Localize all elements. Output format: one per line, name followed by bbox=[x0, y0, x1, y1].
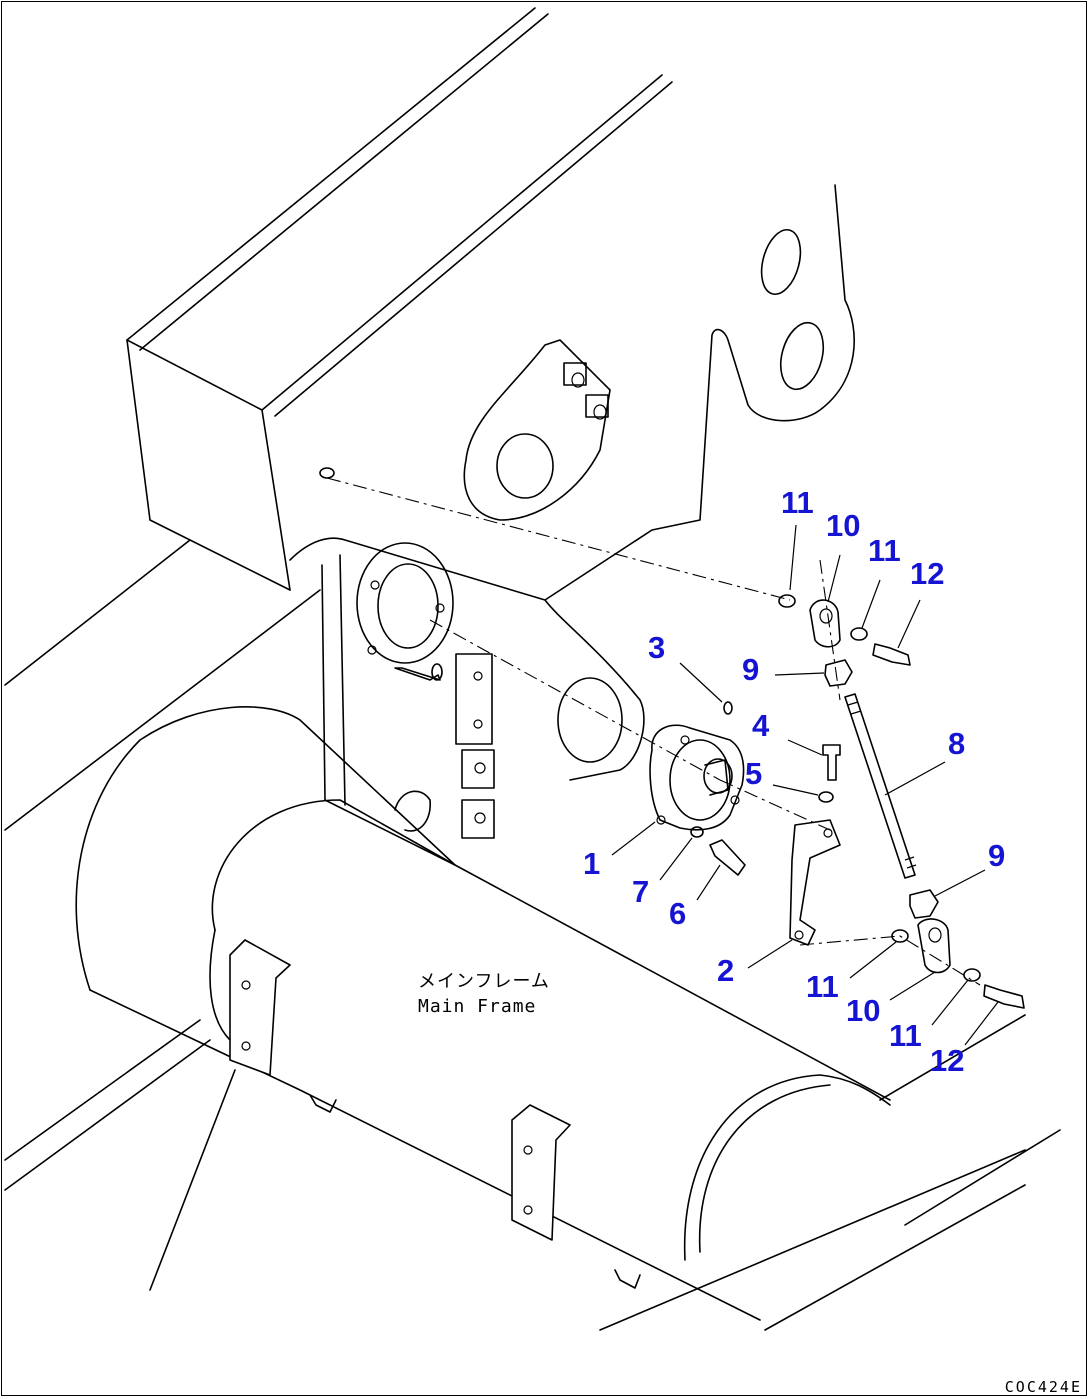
callout-11: 11 bbox=[868, 533, 901, 568]
main-frame-label-en: Main Frame bbox=[418, 996, 537, 1017]
cylindrical-tank bbox=[75, 706, 891, 1321]
flange-bearing-part-1 bbox=[649, 724, 745, 831]
drawing-code: COC424E bbox=[1004, 1378, 1082, 1396]
callout-9: 9 bbox=[742, 652, 760, 687]
callout-10: 10 bbox=[846, 993, 881, 1028]
assembly-center-lines bbox=[319, 467, 981, 986]
lever-part-2 bbox=[789, 819, 841, 946]
rod-part-8 bbox=[844, 693, 917, 879]
callout-11: 11 bbox=[781, 485, 814, 520]
main-frame-label-jp: メインフレーム bbox=[418, 971, 550, 992]
callout-3: 3 bbox=[648, 630, 666, 665]
callout-12: 12 bbox=[910, 556, 945, 591]
lower-frame-rails bbox=[4, 539, 1061, 1331]
side-plate bbox=[321, 542, 495, 866]
callout-12: 12 bbox=[930, 1043, 965, 1078]
callout-7: 7 bbox=[632, 874, 650, 909]
callout-10: 10 bbox=[826, 508, 861, 543]
lower-linkage-hardware bbox=[891, 889, 1025, 1009]
callout-4: 4 bbox=[752, 708, 770, 743]
mounting-bracket bbox=[289, 184, 855, 781]
callout-11: 11 bbox=[889, 1018, 922, 1053]
callout-6: 6 bbox=[669, 896, 687, 931]
upper-frame-beam bbox=[126, 7, 673, 591]
small-hardware bbox=[690, 701, 841, 876]
callout-11: 11 bbox=[806, 969, 839, 1004]
callout-8: 8 bbox=[948, 726, 966, 761]
callout-9: 9 bbox=[988, 838, 1006, 873]
upper-linkage-hardware bbox=[778, 594, 911, 687]
leader-lines bbox=[611, 524, 999, 1046]
callout-1: 1 bbox=[583, 846, 601, 881]
callout-2: 2 bbox=[717, 953, 735, 988]
callout-5: 5 bbox=[745, 756, 763, 791]
